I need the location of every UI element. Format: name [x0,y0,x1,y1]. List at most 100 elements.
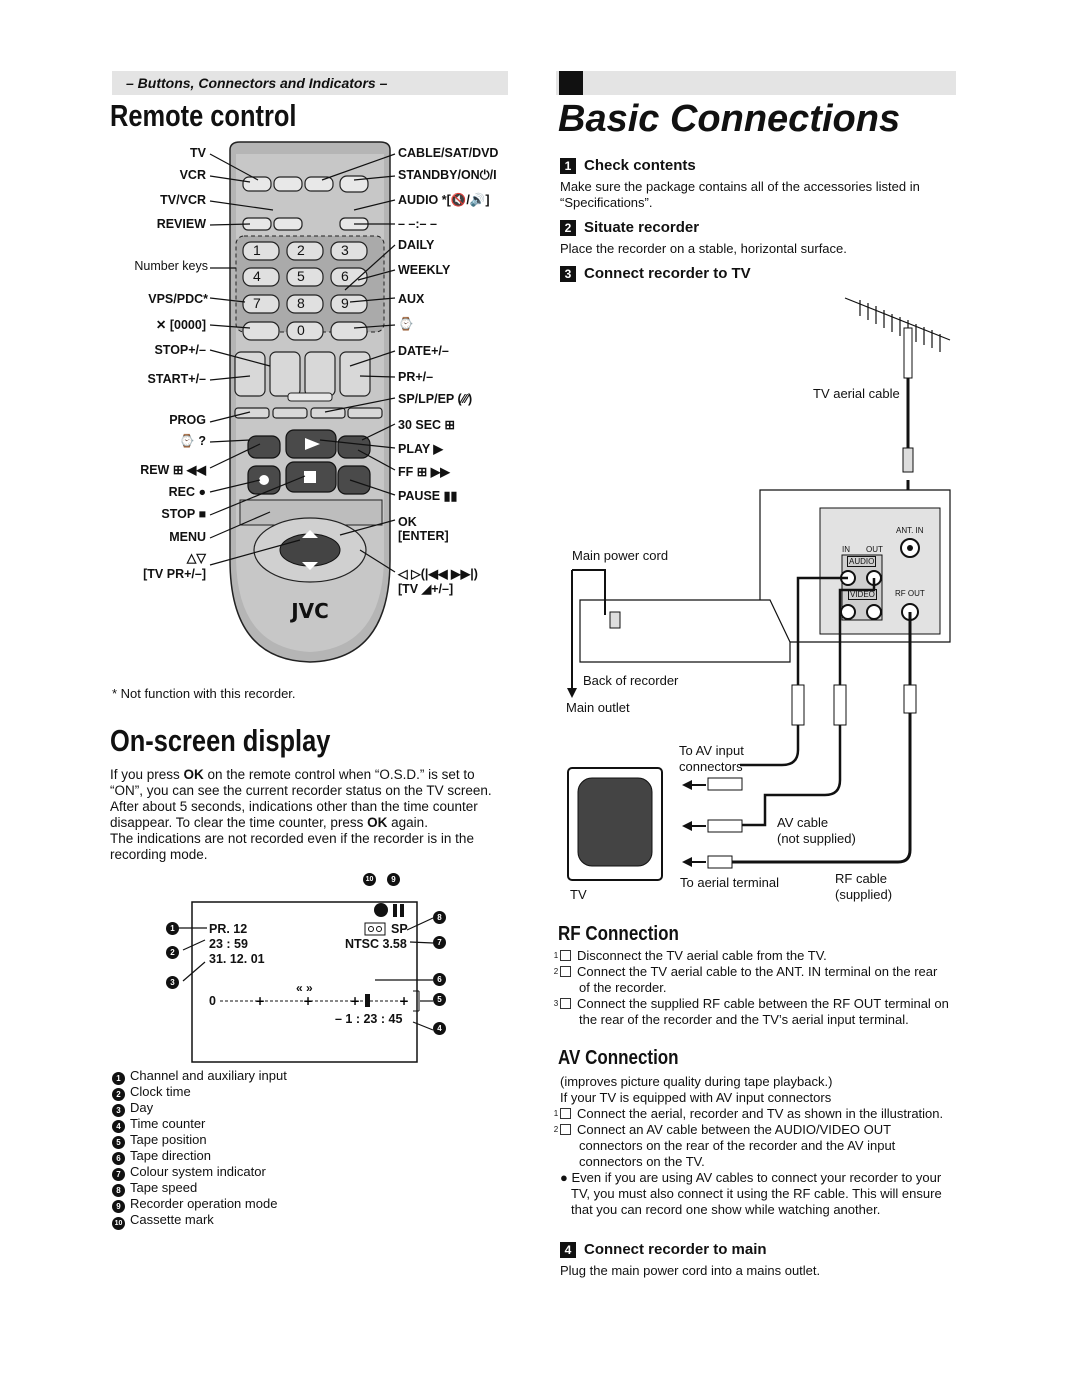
remote-label-tv-pr: [TV PR+/–] [143,567,206,581]
remote-label-standby: STANDBY/ON⏻/I [398,168,497,182]
svg-text:+: + [255,994,265,1008]
section-header-bar: – Buttons, Connectors and Indicators – [112,71,508,95]
remote-label-rew: REW ⊞ ◀◀ [140,463,206,477]
av-intro-2: If your TV is equipped with AV input con… [560,1090,832,1105]
callout-3: 3 [166,976,179,989]
step-2-text: Place the recorder on a stable, horizont… [560,241,847,256]
step-4-text: Plug the main power cord into a mains ou… [560,1263,821,1278]
remote-label-enter: [ENTER] [398,529,449,543]
chapter-header-bar [556,71,956,95]
remote-label-pr-plus-minus: PR+/– [398,370,434,384]
osd-channel: PR. 12 [209,922,248,936]
key-1[interactable]: 1 [253,242,261,258]
callout-9: 9 [387,873,400,886]
remote-label-audio: AUDIO *[🔇/🔊] [398,193,490,207]
callout-1: 1 [166,922,179,935]
label-out: OUT [866,545,883,554]
remote-label-30-sec: 30 SEC ⊞ [398,418,456,432]
remote-label-tv: TV [190,146,206,160]
key-3[interactable]: 3 [341,242,349,258]
number-keypad: 1 2 3 4 5 6 7 8 9 0 [243,242,381,342]
key-0[interactable]: 0 [297,322,305,338]
osd-screen-illustration: + + + + [177,901,434,1063]
remote-label-review: REVIEW [156,217,206,231]
chapter-marker [559,71,583,95]
key-9[interactable]: 9 [341,295,349,311]
osd-colour-system: NTSC 3.58 [345,937,407,951]
svg-text:+: + [350,994,360,1008]
label-av-cable: AV cable [777,815,829,830]
key-7[interactable]: 7 [253,295,261,311]
label-to-aerial-terminal: To aerial terminal [680,875,779,890]
osd-title: On-screen display [110,723,331,758]
svg-text:+: + [399,994,409,1008]
key-8[interactable]: 8 [297,295,305,311]
remote-label-date-plus-minus: DATE+/– [398,344,449,358]
callout-4: 4 [433,1022,446,1035]
remote-label-tv-volume: [TV ◢+/–] [398,582,454,596]
label-tv: TV [570,887,587,902]
osd-day: 31. 12. 01 [209,952,265,966]
label-in: IN [842,545,850,554]
key-2[interactable]: 2 [297,242,305,258]
remote-title: Remote control [110,98,297,133]
remote-label-timer: ⌚ [398,317,414,331]
remote-label-play: PLAY ▶ [398,442,444,456]
osd-clock: 23 : 59 [209,937,248,951]
osd-time-counter: – 1 : 23 : 45 [335,1012,403,1026]
callout-8: 8 [433,911,446,924]
label-not-supplied: (not supplied) [777,831,856,846]
remote-label-left-right: ◁ ▷(|◀◀ ▶▶|) [398,567,478,581]
remote-label-aux: AUX [398,292,425,306]
remote-label-cable-sat-dvd: CABLE/SAT/DVD [398,146,499,160]
label-audio: AUDIO [847,556,877,567]
osd-zero-mark: 0 [209,994,216,1008]
key-5[interactable]: 5 [297,268,305,284]
callout-5: 5 [433,993,446,1006]
rf-connection-title: RF Connection [558,923,679,945]
osd-tape-speed: SP [391,922,408,936]
remote-label-sp-lp-ep: SP/LP/EP (⁄⁄⁄) [398,392,473,406]
label-rf-out: RF OUT [895,589,925,598]
remote-label-clock-display: – –:– – [398,217,437,231]
remote-label-weekly: WEEKLY [398,263,451,277]
label-main-power-cord: Main power cord [572,548,669,563]
antenna-icon [844,297,951,352]
remote-label-pause: PAUSE ▮▮ [398,489,458,503]
label-tv-aerial-cable: TV aerial cable [813,386,900,401]
brand-logo: JVC [289,599,329,623]
label-supplied: (supplied) [835,887,893,902]
remote-label-ok: OK [398,515,417,529]
remote-label-stop-plus-minus: STOP+/– [154,343,206,357]
osd-tape-direction: « » [296,981,313,995]
remote-label-menu: MENU [169,530,206,544]
key-6[interactable]: 6 [341,268,349,284]
label-video: VIDEO [848,589,877,600]
callout-7: 7 [433,936,446,949]
key-4[interactable]: 4 [253,268,261,284]
basic-connections-title: Basic Connections [558,98,901,140]
remote-label-0000: ✕ [0000] [155,318,206,332]
av-section-text: (improves picture quality during tape pl… [553,1074,952,1218]
label-rf-cable: RF cable [835,871,888,886]
label-back-of-recorder: Back of recorder [583,673,679,688]
remote-label-vcr: VCR [179,168,206,182]
osd-paragraph-2: The indications are not recorded even if… [110,831,474,862]
remote-label-number-keys: Number keys [134,259,208,273]
